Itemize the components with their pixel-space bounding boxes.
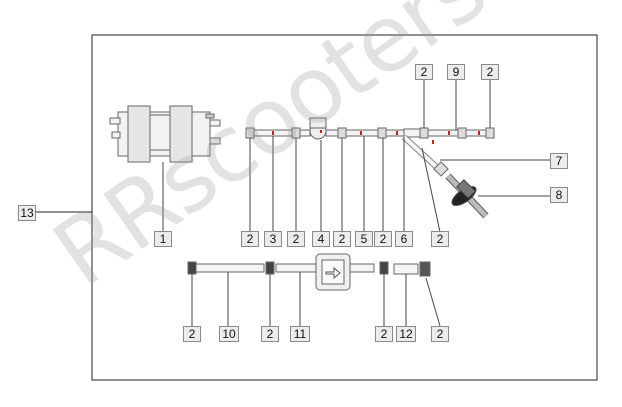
- callout-row-2e: 2: [431, 231, 449, 247]
- callout-10: 10: [219, 326, 239, 342]
- callout-7: 7: [550, 153, 568, 169]
- callout-row-2b: 2: [287, 231, 305, 247]
- callout-row-2d: 2: [374, 231, 392, 247]
- callout-6: 6: [395, 231, 413, 247]
- middle-row-leaders: [249, 80, 550, 233]
- callout-bot-2b: 2: [261, 326, 279, 342]
- callout-5: 5: [355, 231, 373, 247]
- assembly-frame: [91, 34, 598, 381]
- bottom-hose-row: [187, 253, 431, 291]
- diagonal-branch: [401, 134, 449, 177]
- middle-hose-row: [245, 117, 495, 140]
- callout-9: 9: [447, 64, 465, 80]
- callout-1: 1: [154, 231, 172, 247]
- hose-marks: [218, 130, 480, 269]
- callout-8: 8: [550, 187, 568, 203]
- bottom-row-leaders: [191, 272, 441, 327]
- callout-bot-2c: 2: [375, 326, 393, 342]
- callout-bot-2a: 2: [183, 326, 201, 342]
- callout-12: 12: [396, 326, 416, 342]
- callout-top-2b: 2: [481, 64, 499, 80]
- callout-top-2a: 2: [415, 64, 433, 80]
- part-1-manifold: [109, 105, 221, 163]
- part-8-valve: [445, 173, 489, 219]
- callout-4: 4: [312, 231, 330, 247]
- callout-bot-2d: 2: [431, 326, 449, 342]
- callout-11: 11: [290, 326, 310, 342]
- callout-13: 13: [18, 205, 36, 221]
- callout-row-2c: 2: [333, 231, 351, 247]
- callout-3: 3: [264, 231, 282, 247]
- callout-row-2a: 2: [241, 231, 259, 247]
